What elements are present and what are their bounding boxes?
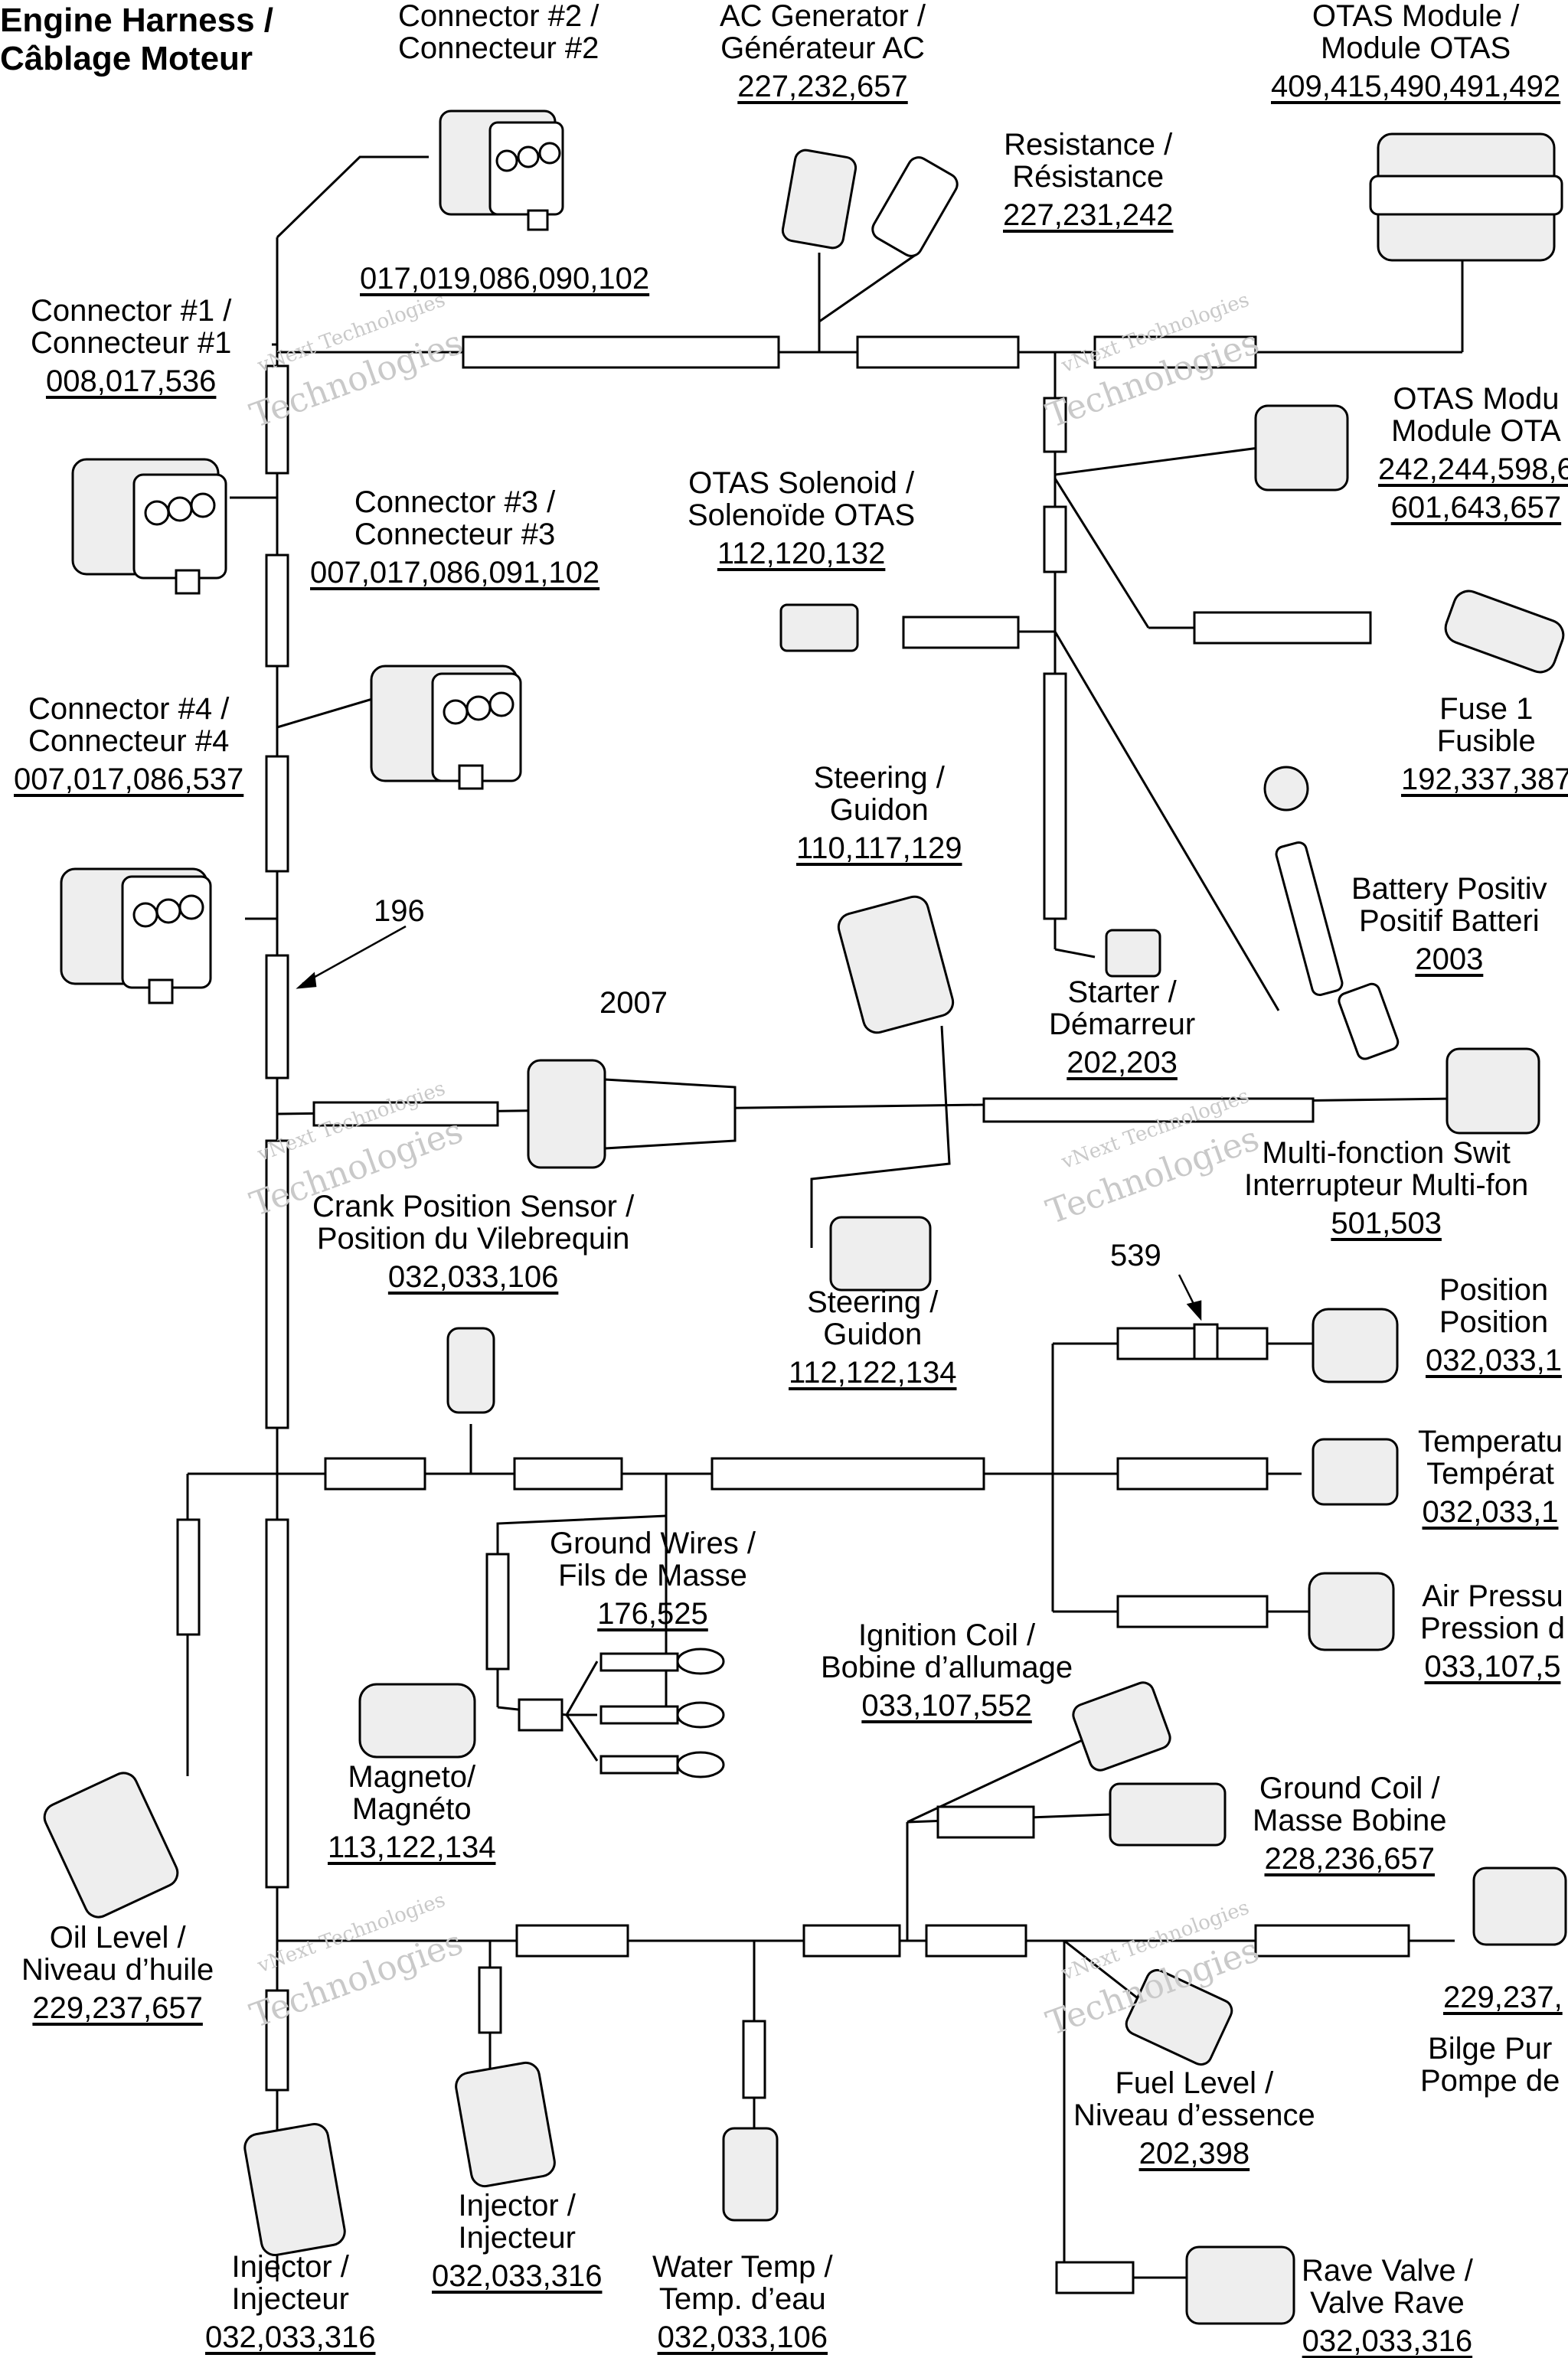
parts-bilge-pump: 229,237, xyxy=(1443,1981,1563,2014)
label-connector-2: Connector #2 /Connecteur #2 xyxy=(398,0,599,65)
title-line1: Engine Harness / xyxy=(0,2,274,39)
parts-connector-2: 017,019,086,090,102 xyxy=(360,262,650,296)
label-crank-position-sensor: Crank Position Sensor /Position du Vileb… xyxy=(312,1190,635,1294)
callout-539: 539 xyxy=(1110,1239,1161,1272)
title-line2: Câblage Moteur xyxy=(0,40,253,77)
callout-2007: 2007 xyxy=(599,986,668,1020)
diagram-title: Engine Harness / Câblage Moteur xyxy=(0,2,273,78)
callout-196: 196 xyxy=(374,894,425,928)
connector-2-icon xyxy=(439,109,564,231)
